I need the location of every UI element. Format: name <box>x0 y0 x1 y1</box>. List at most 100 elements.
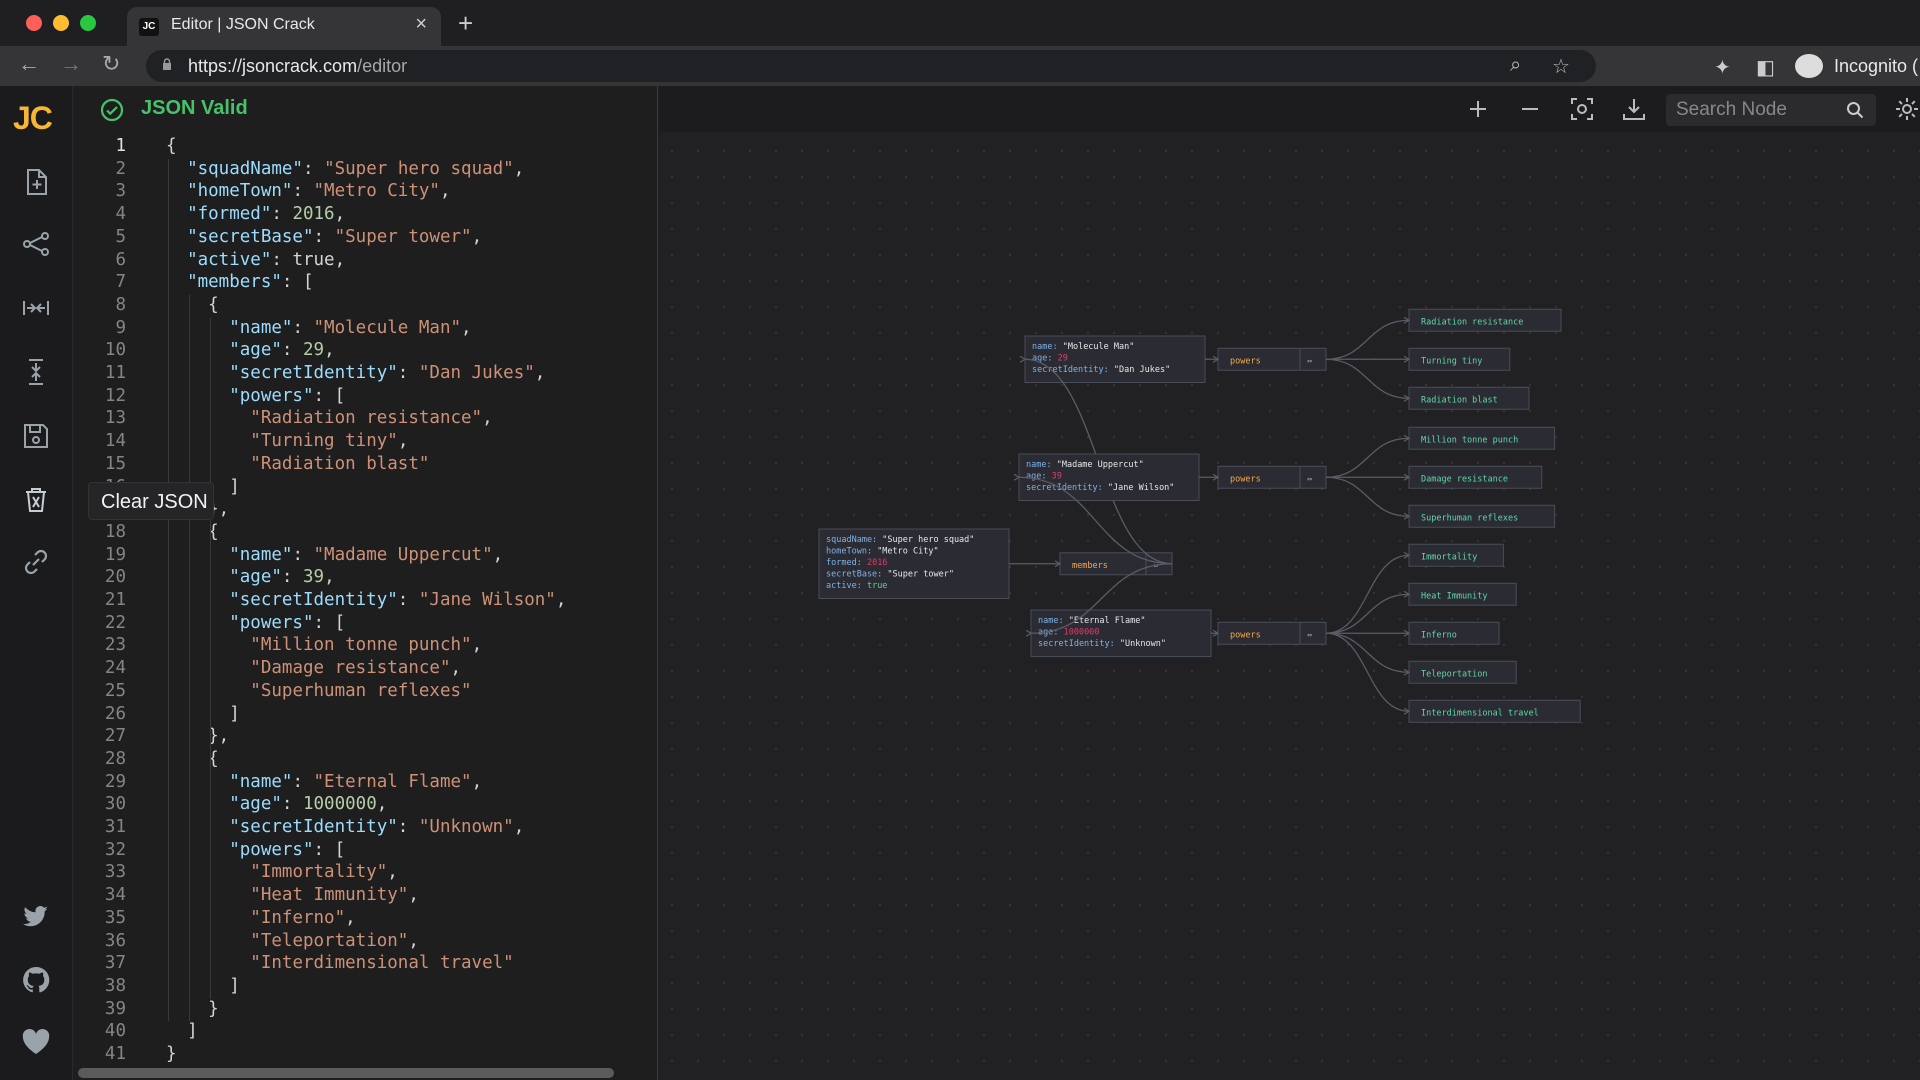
download-icon[interactable] <box>1621 96 1647 122</box>
collapse-horizontal-icon[interactable] <box>20 292 52 324</box>
tab-close-icon[interactable]: × <box>415 13 427 35</box>
github-icon[interactable] <box>20 964 52 996</box>
code-line[interactable]: 2 "squadName": "Super hero squad", <box>74 159 658 182</box>
code-line[interactable]: 18 { <box>74 522 658 545</box>
address-bar[interactable]: https://jsoncrack.com/editor ⌕ ☆ <box>146 50 1596 82</box>
search-node-input[interactable] <box>1676 98 1836 122</box>
graph-edge <box>1325 632 1410 712</box>
member-node[interactable] <box>1030 609 1212 657</box>
line-number: 29 <box>104 771 126 792</box>
code-text: { <box>166 294 219 315</box>
code-line[interactable]: 3 "homeTown": "Metro City", <box>74 181 658 204</box>
code-line[interactable]: 31 "secretIdentity": "Unknown", <box>74 817 658 840</box>
close-window-button[interactable] <box>26 15 42 31</box>
code-line[interactable]: 26 ] <box>74 704 658 727</box>
link-icon[interactable]: ⇔ <box>1307 474 1312 484</box>
code-line[interactable]: 4 "formed": 2016, <box>74 204 658 227</box>
horizontal-scrollbar[interactable] <box>78 1068 614 1078</box>
code-line[interactable]: 38 ] <box>74 976 658 999</box>
code-line[interactable]: 39 } <box>74 999 658 1022</box>
link-icon[interactable] <box>20 546 52 578</box>
code-line[interactable]: 8 { <box>74 295 658 318</box>
incognito-icon[interactable] <box>1795 54 1823 78</box>
code-line[interactable]: 13 "Radiation resistance", <box>74 408 658 431</box>
code-line[interactable]: 33 "Immortality", <box>74 862 658 885</box>
graph-edge-arrow <box>1403 316 1411 324</box>
settings-gear-icon[interactable] <box>1894 96 1920 122</box>
graph-share-icon[interactable] <box>20 228 52 260</box>
line-number: 39 <box>104 998 126 1019</box>
browser-tab[interactable]: JC Editor | JSON Crack × <box>127 7 441 46</box>
zoom-icon[interactable]: ⌕ <box>1510 54 1522 76</box>
extensions-icon[interactable]: ✦ <box>1714 57 1731 79</box>
line-number: 41 <box>104 1044 126 1064</box>
code-line[interactable]: 6 "active": true, <box>74 250 658 273</box>
code-line[interactable]: 36 "Teleportation", <box>74 931 658 954</box>
root-node[interactable] <box>818 528 1010 599</box>
code-line[interactable]: 27 }, <box>74 726 658 749</box>
code-text: "name": "Molecule Man", <box>229 317 472 338</box>
reload-icon[interactable]: ↻ <box>102 51 121 76</box>
search-icon[interactable] <box>1846 101 1864 119</box>
code-line[interactable]: 32 "powers": [ <box>74 840 658 863</box>
line-number: 9 <box>115 317 126 338</box>
graph-diagram[interactable]: squadName: "Super hero squad"homeTown: "… <box>659 86 1920 1080</box>
side-panel-icon[interactable]: ◧ <box>1756 57 1775 79</box>
member-node[interactable] <box>1024 335 1206 383</box>
minimize-window-button[interactable] <box>53 15 69 31</box>
code-line[interactable]: 12 "powers": [ <box>74 386 658 409</box>
back-icon[interactable]: ← <box>18 51 40 76</box>
fit-view-icon[interactable] <box>1569 96 1595 122</box>
heart-icon[interactable] <box>20 1026 52 1058</box>
code-line[interactable]: 24 "Damage resistance", <box>74 658 658 681</box>
code-line[interactable]: 19 "name": "Madame Uppercut", <box>74 545 658 568</box>
clear-json-icon[interactable] <box>20 484 52 516</box>
graph-edge-arrow <box>1403 512 1411 520</box>
app-logo[interactable]: JC <box>13 100 53 136</box>
code-line[interactable]: 28 { <box>74 749 658 772</box>
code-text: }, <box>166 726 230 747</box>
profile-label[interactable]: Incognito ( <box>1834 56 1919 76</box>
code-editor[interactable]: 1{2 "squadName": "Super hero squad",3 "h… <box>74 134 658 1064</box>
line-number: 32 <box>104 839 126 860</box>
twitter-icon[interactable] <box>20 900 52 932</box>
code-line[interactable]: 5 "secretBase": "Super tower", <box>74 227 658 250</box>
zoom-in-icon[interactable] <box>1465 96 1491 122</box>
code-line[interactable]: 25 "Superhuman reflexes" <box>74 681 658 704</box>
new-tab-button[interactable]: + <box>458 8 474 38</box>
code-line[interactable]: 37 "Interdimensional travel" <box>74 953 658 976</box>
code-line[interactable]: 1{ <box>74 136 658 159</box>
code-line[interactable]: 23 "Million tonne punch", <box>74 635 658 658</box>
graph-canvas[interactable]: squadName: "Super hero squad"homeTown: "… <box>659 86 1920 1080</box>
link-icon[interactable]: ⇔ <box>1307 630 1312 640</box>
line-number: 28 <box>104 748 126 769</box>
code-line[interactable]: 21 "secretIdentity": "Jane Wilson", <box>74 590 658 613</box>
code-line[interactable]: 20 "age": 39, <box>74 567 658 590</box>
code-line[interactable]: 41} <box>74 1044 658 1067</box>
code-line[interactable]: 10 "age": 29, <box>74 340 658 363</box>
search-node-box[interactable] <box>1666 94 1876 126</box>
collapse-vertical-icon[interactable] <box>20 356 52 388</box>
code-line[interactable]: 22 "powers": [ <box>74 613 658 636</box>
code-line[interactable]: 30 "age": 1000000, <box>74 794 658 817</box>
code-line[interactable]: 34 "Heat Immunity", <box>74 885 658 908</box>
code-line[interactable]: 29 "name": "Eternal Flame", <box>74 772 658 795</box>
code-text: "Radiation resistance", <box>250 408 493 429</box>
file-plus-icon[interactable] <box>20 166 52 198</box>
code-line[interactable]: 7 "members": [ <box>74 272 658 295</box>
forward-icon[interactable]: → <box>60 51 82 76</box>
code-line[interactable]: 40 ] <box>74 1021 658 1044</box>
maximize-window-button[interactable] <box>80 15 96 31</box>
link-icon[interactable]: ⇔ <box>1307 356 1312 366</box>
graph-edge-arrow <box>1403 629 1411 637</box>
member-node[interactable] <box>1018 453 1200 501</box>
code-line[interactable]: 15 "Radiation blast" <box>74 454 658 477</box>
code-line[interactable]: 35 "Inferno", <box>74 908 658 931</box>
save-icon[interactable] <box>20 420 52 452</box>
bookmark-star-icon[interactable]: ☆ <box>1552 56 1570 78</box>
zoom-out-icon[interactable] <box>1517 96 1543 122</box>
code-line[interactable]: 11 "secretIdentity": "Dan Jukes", <box>74 363 658 386</box>
code-line[interactable]: 14 "Turning tiny", <box>74 431 658 454</box>
node-value: "Metro City" <box>877 547 938 557</box>
code-line[interactable]: 9 "name": "Molecule Man", <box>74 318 658 341</box>
